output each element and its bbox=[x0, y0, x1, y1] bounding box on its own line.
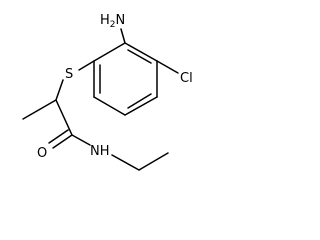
amide-h-label: H bbox=[100, 144, 110, 159]
bond-sulfur-to-ch bbox=[55, 79, 64, 101]
bond-ring-c4-c5 bbox=[93, 96, 126, 116]
bond-ring-c3-c4 bbox=[124, 96, 158, 116]
bond-carbonyl-to-oxygen-1 bbox=[52, 134, 73, 149]
amine-h-label: H bbox=[100, 13, 110, 28]
structure-canvas: H2N S Cl O NH bbox=[22, 13, 193, 171]
bond-ring-to-sulfur bbox=[78, 60, 95, 71]
bond-ch-to-methyl bbox=[22, 99, 57, 120]
benzene-ring bbox=[93, 42, 158, 116]
bond-carbonyl-to-nitrogen bbox=[71, 134, 91, 146]
bond-carbonyl-to-oxygen-2 bbox=[48, 129, 69, 144]
bond-ch-to-carbonyl bbox=[55, 99, 73, 136]
bond-ethyl-to-methyl bbox=[138, 152, 169, 171]
oxygen-label: O bbox=[37, 146, 47, 161]
amine-subscript: 2 bbox=[110, 20, 116, 30]
amide-n-label: N bbox=[90, 144, 100, 159]
amine-label: H2N bbox=[100, 13, 125, 30]
amine-n-label: N bbox=[116, 13, 126, 28]
bond-ring-to-chlorine bbox=[156, 60, 179, 74]
bond-ring-c6-c1 bbox=[93, 42, 126, 62]
bond-ring-double-inner-2 bbox=[127, 93, 152, 109]
bond-ring-double-inner-1 bbox=[127, 49, 152, 64]
amide-nitrogen-label: NH bbox=[90, 144, 110, 159]
bond-ring-c1-c2 bbox=[124, 42, 158, 62]
sulfur-label: S bbox=[65, 67, 73, 82]
bond-ring-to-amine bbox=[120, 28, 126, 44]
bond-nitrogen-to-ethyl bbox=[111, 154, 140, 171]
chlorine-label: Cl bbox=[180, 71, 193, 86]
skeletal-formula: H2N S Cl O NH bbox=[22, 13, 193, 171]
